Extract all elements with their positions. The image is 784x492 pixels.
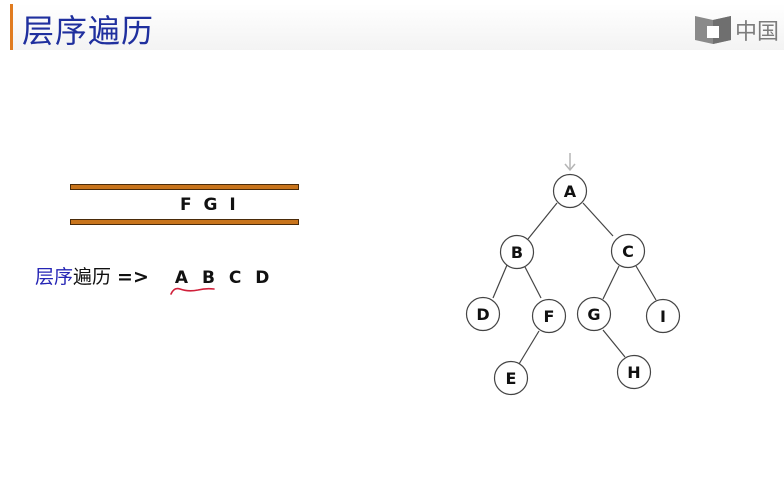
brand-text: 中国 — [735, 20, 780, 45]
node-label: E — [506, 369, 517, 388]
title-bar — [10, 4, 784, 50]
traversal-arrow: => — [117, 266, 149, 288]
tree-node-e: E — [493, 360, 529, 396]
tree-edges — [492, 202, 657, 365]
tree-node-i: I — [645, 298, 681, 334]
edge-b-d — [492, 264, 508, 299]
tree-node-c: C — [610, 233, 646, 269]
book-icon — [695, 16, 731, 44]
page-title: 层序遍历 — [22, 12, 155, 50]
handwritten-underline — [170, 287, 215, 295]
edge-g-h — [602, 329, 626, 358]
edge-c-i — [635, 265, 657, 301]
traversal-row: 层序 遍历 => A B C D — [35, 262, 270, 289]
node-label: B — [511, 243, 523, 262]
edge-f-e — [518, 330, 540, 365]
start-arrow-icon — [564, 153, 576, 172]
title-accent-bar — [10, 4, 13, 50]
node-label: D — [476, 305, 489, 324]
tree-node-h: H — [616, 354, 652, 390]
queue-top-bar — [70, 184, 299, 190]
tree-node-d: D — [465, 296, 501, 332]
tree-node-g: G — [576, 296, 612, 332]
tree-node-a: A — [552, 173, 588, 209]
node-label: H — [627, 363, 640, 382]
brand-logo: 中国 — [693, 14, 779, 46]
traversal-label-traverse: 遍历 — [73, 266, 112, 288]
edge-a-b — [527, 202, 558, 240]
node-label: G — [587, 305, 600, 324]
node-label: A — [564, 182, 577, 201]
node-label: F — [544, 307, 555, 326]
node-label: I — [660, 307, 666, 326]
tree-node-f: F — [531, 298, 567, 334]
traversal-sequence: A B C D — [174, 268, 271, 288]
queue-bottom-bar — [70, 219, 299, 225]
tree-node-b: B — [499, 234, 535, 270]
queue-contents: F G I — [180, 195, 237, 215]
node-label: C — [622, 242, 634, 261]
binary-tree-diagram: A B C D F G I E H — [465, 153, 681, 396]
traversal-label-level: 层序 — [35, 266, 74, 288]
edge-c-g — [602, 265, 620, 300]
edge-a-c — [582, 202, 614, 237]
edge-b-f — [524, 266, 542, 299]
